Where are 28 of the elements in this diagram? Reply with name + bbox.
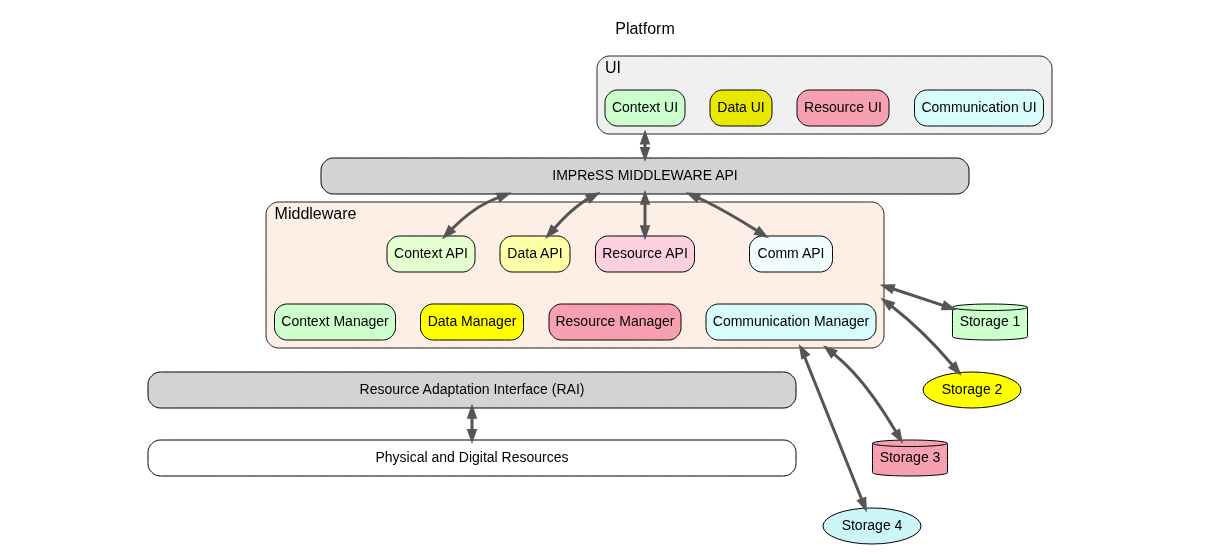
node-box: Data API <box>499 235 571 273</box>
arrow <box>685 192 769 239</box>
node-box: IMPReSS MIDDLEWARE API <box>320 157 970 195</box>
arrow <box>823 345 903 444</box>
arrow <box>880 297 962 376</box>
arrow <box>639 189 651 241</box>
node-ellipse: Storage 4 <box>822 507 922 545</box>
node-box: Context Manager <box>274 303 396 341</box>
node-box: Physical and Digital Resources <box>147 439 797 477</box>
node-ellipse: Storage 2 <box>922 371 1022 409</box>
arrow <box>466 403 478 445</box>
arrow <box>879 284 957 311</box>
label: Platform <box>615 19 675 37</box>
node-box: Communication UI <box>914 89 1044 127</box>
arrow <box>798 344 867 513</box>
node-box: Data UI <box>709 89 773 127</box>
node-box: Data Manager <box>420 303 524 341</box>
arrow <box>639 129 651 163</box>
node-box: Context API <box>386 235 476 273</box>
node-box: Communication Manager <box>705 303 877 341</box>
arrow <box>442 192 512 240</box>
node-box: Comm API <box>749 235 833 273</box>
node-box: Resource Adaptation Interface (RAI) <box>147 371 797 409</box>
node-box: Resource API <box>595 235 695 273</box>
node-box: Resource Manager <box>548 303 682 341</box>
node-box: Context UI <box>604 89 686 127</box>
node-box: Resource UI <box>796 89 890 127</box>
arrow <box>545 191 601 240</box>
